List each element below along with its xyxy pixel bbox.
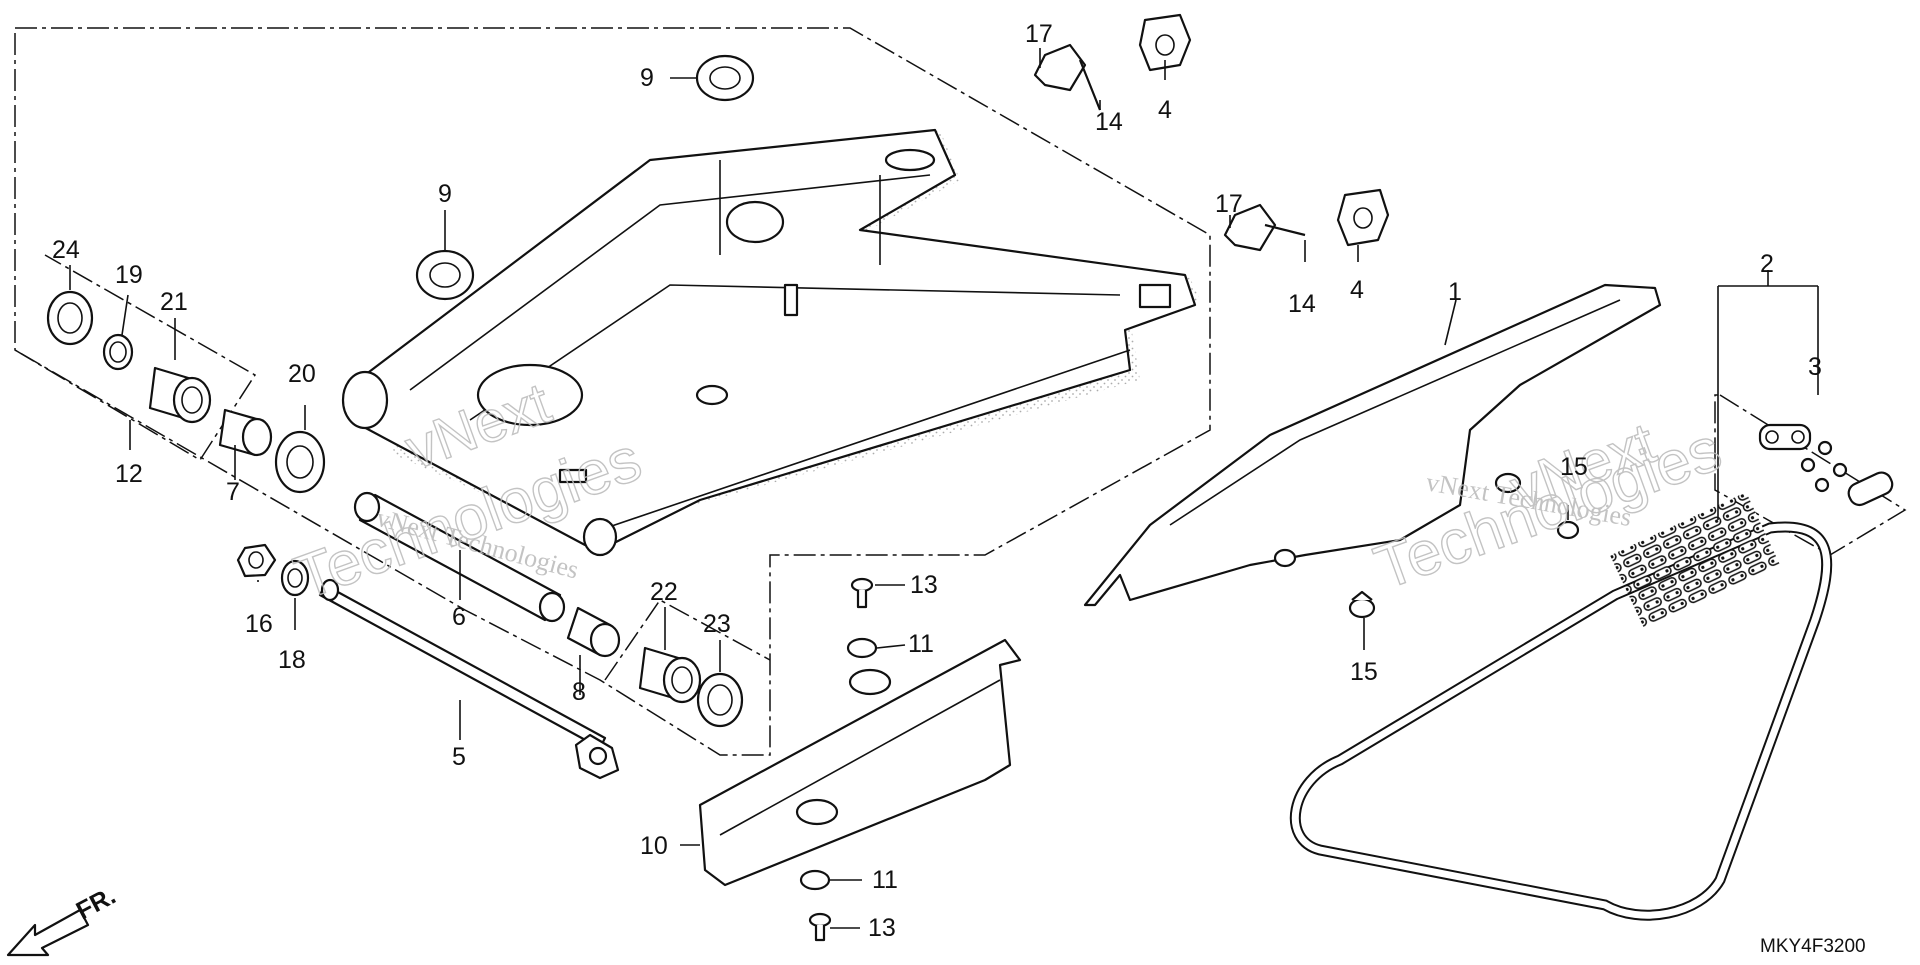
ball-bearing-20 xyxy=(274,430,326,494)
drive-chain xyxy=(1289,492,1833,921)
callout-13: 13 xyxy=(910,571,938,599)
bearing-group-outline xyxy=(604,599,771,681)
callout-3: 3 xyxy=(1808,353,1822,381)
chain-joint-link xyxy=(1758,423,1894,507)
chain-slider xyxy=(698,638,1022,887)
pivot-bolt xyxy=(318,578,620,780)
callout-9: 9 xyxy=(640,64,654,92)
callout-18: 18 xyxy=(278,646,306,674)
callout-11: 11 xyxy=(872,866,898,894)
collar-11-upper xyxy=(846,637,878,659)
callout-8: 8 xyxy=(572,678,586,706)
callout-labels: 1 2 3 4 4 5 6 7 8 9 9 10 11 11 12 13 13 … xyxy=(52,20,1822,942)
callout-4: 4 xyxy=(1158,96,1172,124)
front-arrow: FR. xyxy=(6,882,120,957)
needle-bearing-21 xyxy=(148,366,212,424)
grommet-9-lower xyxy=(415,249,475,301)
collar-11-lower xyxy=(799,869,831,891)
dust-seal-24 xyxy=(46,290,94,346)
swingarm-group-outline xyxy=(14,27,1211,756)
callout-14: 14 xyxy=(1288,290,1316,318)
callout-7: 7 xyxy=(226,478,240,506)
circlip-19 xyxy=(102,333,134,371)
callout-1: 1 xyxy=(1448,278,1462,306)
callout-15: 15 xyxy=(1560,453,1588,481)
callout-22: 22 xyxy=(650,578,678,606)
callout-14: 14 xyxy=(1095,108,1123,136)
leader-lines xyxy=(69,48,1819,929)
needle-bearing-22 xyxy=(638,646,702,704)
diagram-code: MKY4F3200 xyxy=(1760,936,1866,957)
callout-10: 10 xyxy=(640,832,668,860)
chain-adjuster-lower xyxy=(1223,188,1390,252)
callout-21: 21 xyxy=(160,288,188,316)
callout-15: 15 xyxy=(1350,658,1378,686)
callout-6: 6 xyxy=(452,603,466,631)
bolt-15-upper xyxy=(1556,520,1580,540)
bolt-13-lower xyxy=(808,912,832,942)
callout-13: 13 xyxy=(868,914,896,942)
callout-19: 19 xyxy=(115,261,143,289)
callout-23: 23 xyxy=(703,610,731,638)
bolt-15-lower xyxy=(1348,590,1376,619)
callout-17: 17 xyxy=(1025,20,1053,48)
callout-11: 11 xyxy=(908,630,934,658)
callout-16: 16 xyxy=(245,610,273,638)
pivot-nut-16 xyxy=(236,543,277,578)
dust-seal-23 xyxy=(696,672,744,728)
bearing-collar-7 xyxy=(218,408,273,457)
swingarm xyxy=(341,128,1200,557)
callout-17: 17 xyxy=(1215,190,1243,218)
callout-24: 24 xyxy=(52,236,80,264)
callout-5: 5 xyxy=(452,743,466,771)
grommet-9-upper xyxy=(695,54,755,102)
chain-guard xyxy=(1083,283,1662,607)
callout-4: 4 xyxy=(1350,276,1364,304)
bearing-collar-8 xyxy=(566,606,621,658)
callout-9: 9 xyxy=(438,180,452,208)
callout-2: 2 xyxy=(1760,250,1774,278)
callout-20: 20 xyxy=(288,360,316,388)
washer-18 xyxy=(280,559,310,597)
bolt-13-upper xyxy=(850,577,874,609)
chain-adjuster-upper xyxy=(1033,13,1192,111)
callout-12: 12 xyxy=(115,460,143,488)
